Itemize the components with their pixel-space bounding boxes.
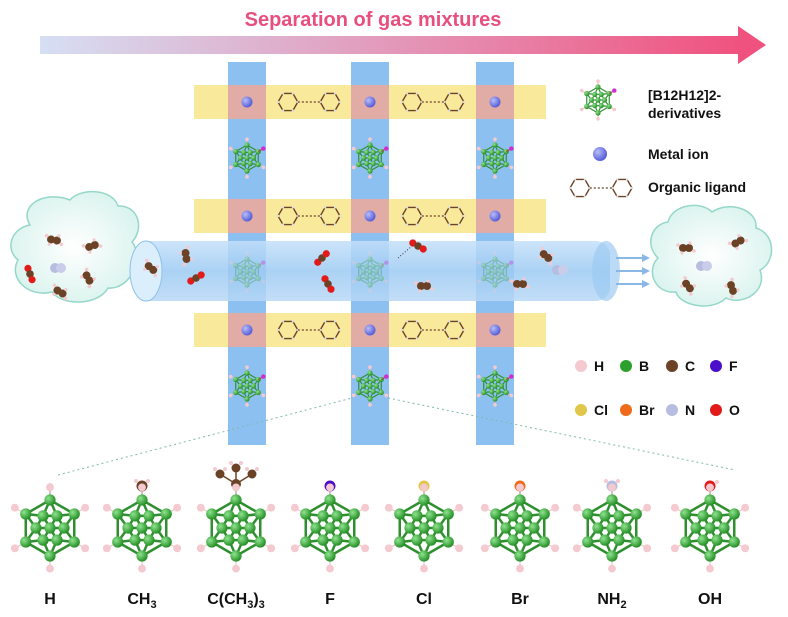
framework-cluster <box>476 365 514 407</box>
metal-ion <box>489 210 501 222</box>
hydrocarbon-molecule <box>676 241 696 255</box>
n2-molecule <box>696 261 712 271</box>
organic-ligand <box>276 320 342 340</box>
legend-cluster-icon <box>579 79 617 121</box>
framework-cluster <box>351 365 389 407</box>
derivative-label: F <box>325 591 335 608</box>
element-key-dot-f <box>710 360 722 372</box>
organic-ligand <box>276 92 342 112</box>
legend-metal-ion: Metal ion <box>648 146 709 162</box>
framework-cluster <box>228 137 266 179</box>
co2-molecule <box>187 271 205 285</box>
hydrocarbon-molecule <box>538 246 554 266</box>
derivative-nh2: NH2 <box>572 479 652 611</box>
element-key-label: B <box>639 358 649 374</box>
derivative-label: C(CH3)3 <box>207 591 265 611</box>
derivative-label: CH3 <box>127 591 156 611</box>
legend-organic-ligand: Organic ligand <box>648 179 746 195</box>
metal-ion <box>489 96 501 108</box>
organic-ligand-icon <box>568 178 634 198</box>
legend-cluster-label: [B12H12]2- <box>648 87 721 103</box>
metal-ion <box>364 210 376 222</box>
metal-ion <box>241 324 253 336</box>
organic-ligand <box>400 206 466 226</box>
hydrocarbon-molecule <box>143 258 159 278</box>
svg-text:[B12H12]2-: [B12H12]2- <box>648 87 721 103</box>
framework-cluster <box>228 251 266 293</box>
derivative-ch3: CH3 <box>102 479 182 611</box>
co2-molecule <box>409 239 427 253</box>
legend-cluster-label-2: derivatives <box>648 105 721 121</box>
framework-cluster <box>476 137 514 179</box>
framework-cluster <box>351 137 389 179</box>
element-key-dot-o <box>710 404 722 416</box>
metal-ion <box>364 324 376 336</box>
hydrocarbon-molecule <box>414 279 434 293</box>
derivative-label: Br <box>511 591 529 608</box>
framework-cluster <box>228 365 266 407</box>
element-key-label: Br <box>639 402 655 418</box>
co2-molecule <box>314 250 330 266</box>
organic-ligand <box>400 92 466 112</box>
co2-molecule <box>24 264 36 284</box>
metal-ion <box>241 96 253 108</box>
metal-ion-icon <box>593 147 607 161</box>
organic-ligand <box>400 320 466 340</box>
cluster-derivatives: H CH3 C(CH3)3 F Cl Br NH2 OH <box>10 461 750 611</box>
element-key-dot-cl <box>575 404 587 416</box>
derivative-label: H <box>44 591 56 608</box>
hydrocarbon-molecule <box>727 234 749 250</box>
gas-molecules <box>24 233 749 301</box>
derivative-br: Br <box>480 480 560 608</box>
process-arrow <box>40 26 766 64</box>
zoom-line-left <box>57 397 353 476</box>
framework-cluster <box>476 251 514 293</box>
derivative-cch33: C(CH3)3 <box>196 461 276 611</box>
pore-channel <box>129 240 620 302</box>
element-key-dot-c <box>666 360 678 372</box>
hydrocarbon-molecule <box>80 267 96 289</box>
hydrocarbon-molecule <box>178 245 194 267</box>
derivative-label: NH2 <box>597 591 626 611</box>
element-key-dot-n <box>666 404 678 416</box>
metal-ion <box>241 210 253 222</box>
right-gas-cloud <box>650 204 773 307</box>
organic-ligand <box>276 206 342 226</box>
element-key-label: Cl <box>594 402 608 418</box>
derivative-h: H <box>10 483 90 608</box>
derivative-cl: Cl <box>384 480 464 608</box>
element-key-label: N <box>685 402 695 418</box>
element-key-dot-br <box>620 404 632 416</box>
derivative-label: Cl <box>416 591 432 608</box>
diagram-title: Separation of gas mixtures <box>245 9 502 31</box>
legend: [B12H12]2- derivatives Metal ion Organic… <box>568 79 746 198</box>
element-key-dot-h <box>575 360 587 372</box>
exit-arrows <box>616 254 650 288</box>
derivative-label: OH <box>698 591 722 608</box>
hydrocarbon-molecule <box>44 233 64 247</box>
metal-ion <box>489 324 501 336</box>
derivative-f: F <box>290 480 370 608</box>
zoom-line-right <box>387 397 736 471</box>
hydrocarbon-molecule <box>724 277 740 299</box>
left-gas-cloud <box>10 190 140 303</box>
hydrocarbon-molecule <box>52 283 68 301</box>
metal-ion <box>364 96 376 108</box>
hydrocarbon-molecule <box>81 238 103 254</box>
derivative-oh: OH <box>670 480 750 608</box>
element-key-label: H <box>594 358 604 374</box>
framework-clusters <box>228 137 514 407</box>
element-key-dot-b <box>620 360 632 372</box>
element-key: H B C F Cl Br N O <box>575 358 740 418</box>
hydrocarbon-molecule <box>679 276 697 296</box>
framework-cluster <box>351 251 389 293</box>
element-key-label: O <box>729 402 740 418</box>
hydrocarbon-molecule <box>510 277 530 291</box>
co2-molecule <box>321 275 335 293</box>
element-key-label: F <box>729 358 738 374</box>
n2-molecule <box>50 263 66 273</box>
n2-molecule <box>552 265 568 275</box>
element-key-label: C <box>685 358 695 374</box>
